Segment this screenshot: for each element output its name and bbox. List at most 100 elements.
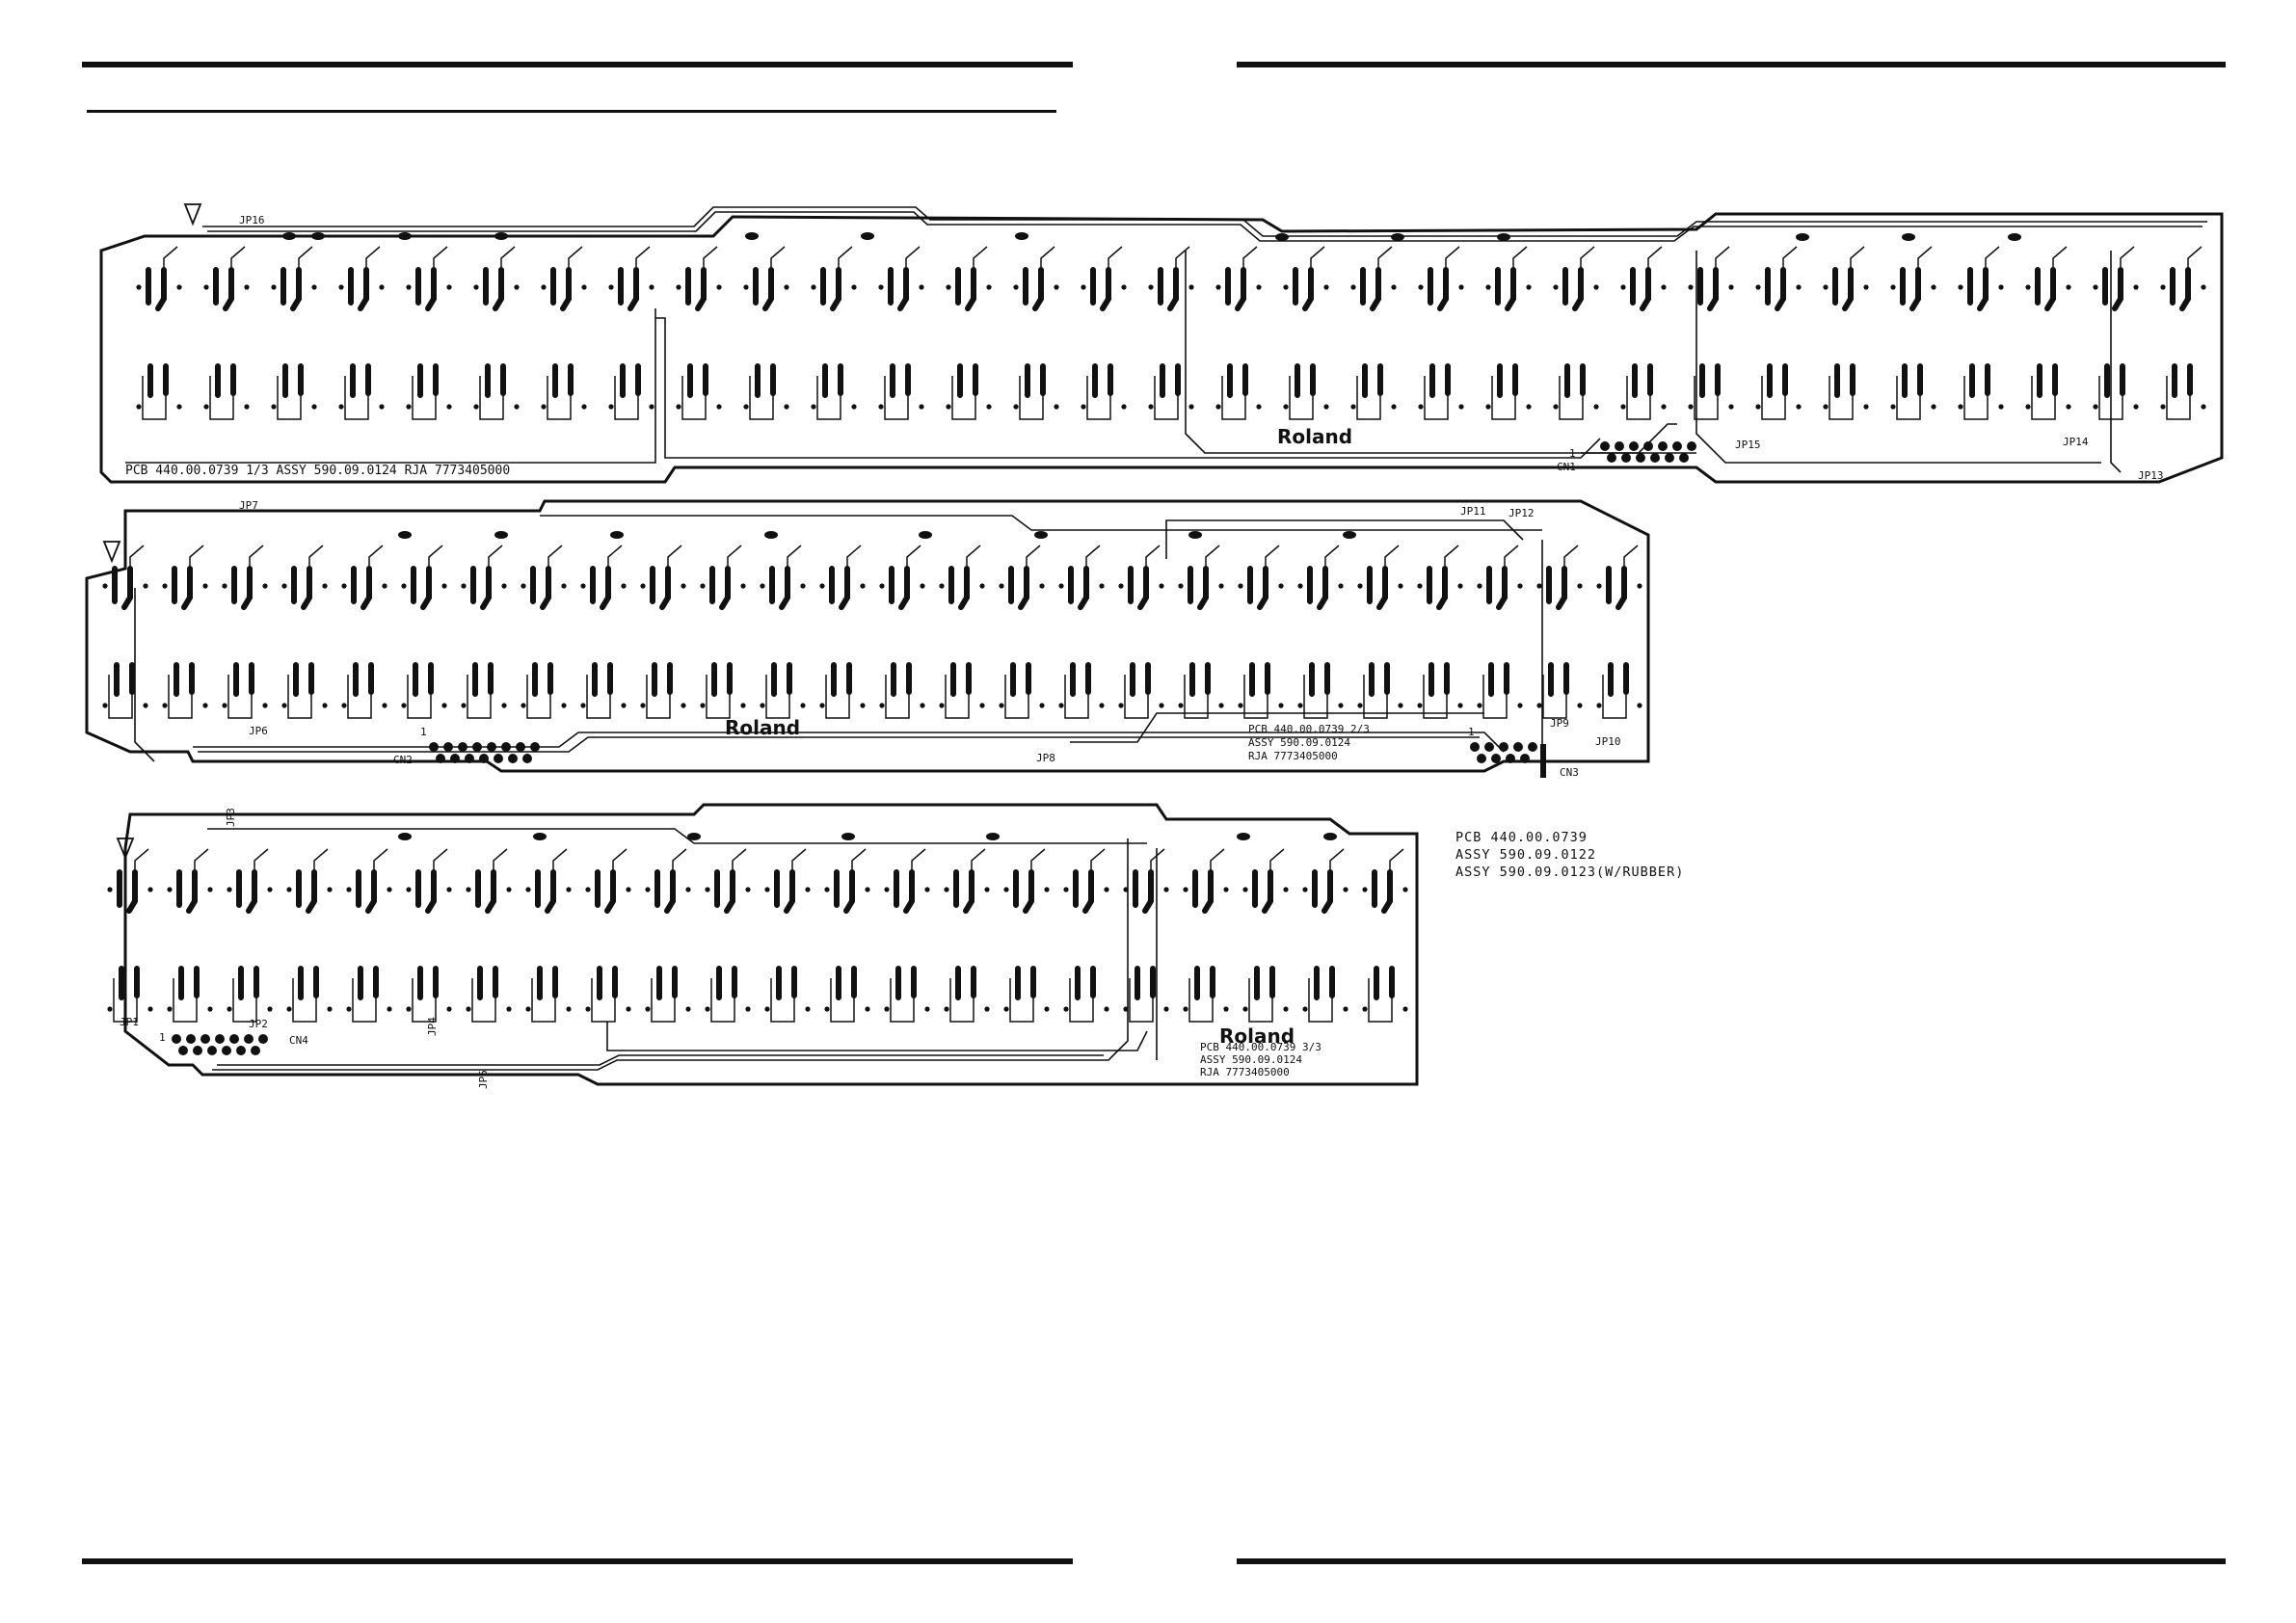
via-dot — [176, 284, 182, 290]
via-dot — [406, 404, 412, 410]
board-2-jp11-label: JP11 — [1460, 505, 1486, 518]
key-contact-pad — [1357, 545, 1403, 719]
via-dot — [1402, 1006, 1408, 1012]
via-dot — [501, 583, 507, 589]
bus-junction — [1188, 531, 1202, 539]
key-contact-pad — [1003, 848, 1050, 1023]
key-contact-pad — [1620, 246, 1667, 420]
via-dot — [466, 1006, 471, 1012]
board-2-jp10-label: JP10 — [1595, 735, 1621, 748]
via-dot — [920, 583, 925, 589]
via-dot — [147, 1006, 153, 1012]
board-2-info-line-3: RJA 7773405000 — [1248, 750, 1338, 762]
via-dot — [102, 583, 108, 589]
via-dot — [1159, 583, 1164, 589]
via-dot — [1123, 887, 1129, 892]
bus-junction — [494, 232, 508, 240]
via-dot — [1238, 583, 1243, 589]
via-dot — [1526, 284, 1532, 290]
via-dot — [2093, 284, 2098, 290]
via-dot — [1223, 887, 1229, 892]
bus-junction — [861, 232, 874, 240]
via-dot — [716, 404, 722, 410]
assembly-note-line-2: ASSY 590.09.0122 — [1455, 847, 1597, 863]
via-dot — [645, 1006, 651, 1012]
via-dot — [501, 703, 507, 708]
board-1-jp14-label: JP14 — [2063, 436, 2089, 448]
via-dot — [608, 284, 614, 290]
via-dot — [1931, 284, 1936, 290]
via-dot — [1099, 703, 1105, 708]
bus-junction — [1391, 233, 1404, 241]
via-dot — [1242, 887, 1248, 892]
via-dot — [1302, 887, 1308, 892]
via-dot — [1931, 404, 1936, 410]
via-dot — [800, 703, 806, 708]
via-dot — [924, 887, 930, 892]
via-dot — [1823, 284, 1829, 290]
via-dot — [580, 583, 586, 589]
cn1-pins — [1600, 441, 1696, 463]
cn4-pins — [172, 1034, 268, 1055]
footer-rule-left — [82, 1558, 1073, 1564]
via-dot — [566, 887, 572, 892]
via-dot — [466, 887, 471, 892]
key-contact-pad — [162, 545, 208, 719]
via-dot — [1218, 703, 1224, 708]
via-dot — [1637, 703, 1642, 708]
via-dot — [585, 887, 591, 892]
via-dot — [939, 703, 945, 708]
board-3-jp2-label: JP2 — [249, 1018, 268, 1030]
via-dot — [244, 404, 250, 410]
key-contact-pad — [760, 545, 806, 719]
orientation-mark-icon — [102, 203, 202, 861]
via-dot — [1958, 284, 1963, 290]
via-dot — [1593, 404, 1599, 410]
cn3-pins — [1470, 742, 1546, 778]
via-dot — [311, 404, 317, 410]
via-dot — [1477, 583, 1482, 589]
via-dot — [879, 583, 885, 589]
via-dot — [1457, 703, 1463, 708]
bus-junction — [1015, 232, 1028, 240]
board-3-jp1-label: JP1 — [120, 1016, 139, 1028]
via-dot — [1398, 703, 1403, 708]
via-dot — [1188, 404, 1194, 410]
via-dot — [346, 1006, 352, 1012]
board-1-traces — [125, 206, 2207, 473]
via-dot — [716, 284, 722, 290]
via-dot — [1863, 404, 1869, 410]
via-dot — [851, 284, 857, 290]
via-dot — [2133, 404, 2139, 410]
via-dot — [2133, 284, 2139, 290]
board-3-pin1-label: 1 — [159, 1031, 166, 1044]
assembly-note-line-1: PCB 440.00.0739 — [1455, 830, 1588, 845]
via-dot — [1596, 703, 1602, 708]
bus-junction — [1237, 833, 1250, 840]
bus-junction — [398, 232, 412, 240]
via-dot — [805, 887, 811, 892]
via-dot — [143, 583, 148, 589]
via-dot — [1553, 404, 1559, 410]
key-contact-pad — [1081, 246, 1127, 420]
key-contact-pad — [1302, 848, 1348, 1023]
via-dot — [1863, 284, 1869, 290]
via-dot — [705, 887, 710, 892]
bus-junction — [398, 531, 412, 539]
via-dot — [1391, 404, 1397, 410]
via-dot — [162, 583, 168, 589]
via-dot — [281, 703, 287, 708]
via-dot — [1688, 404, 1694, 410]
key-contact-pad — [525, 848, 572, 1023]
via-dot — [382, 583, 387, 589]
via-dot — [341, 703, 347, 708]
key-contact-pad — [878, 246, 924, 420]
key-contact-pad — [645, 848, 691, 1023]
board-3-info-line-1: PCB 440.00.0739 3/3 — [1200, 1041, 1322, 1053]
via-dot — [1118, 703, 1124, 708]
footer-rule-right — [1237, 1558, 2226, 1564]
via-dot — [346, 887, 352, 892]
board-1-info: PCB 440.00.0739 1/3 ASSY 590.09.0124 RJA… — [125, 464, 510, 478]
via-dot — [379, 284, 385, 290]
via-dot — [1278, 583, 1284, 589]
